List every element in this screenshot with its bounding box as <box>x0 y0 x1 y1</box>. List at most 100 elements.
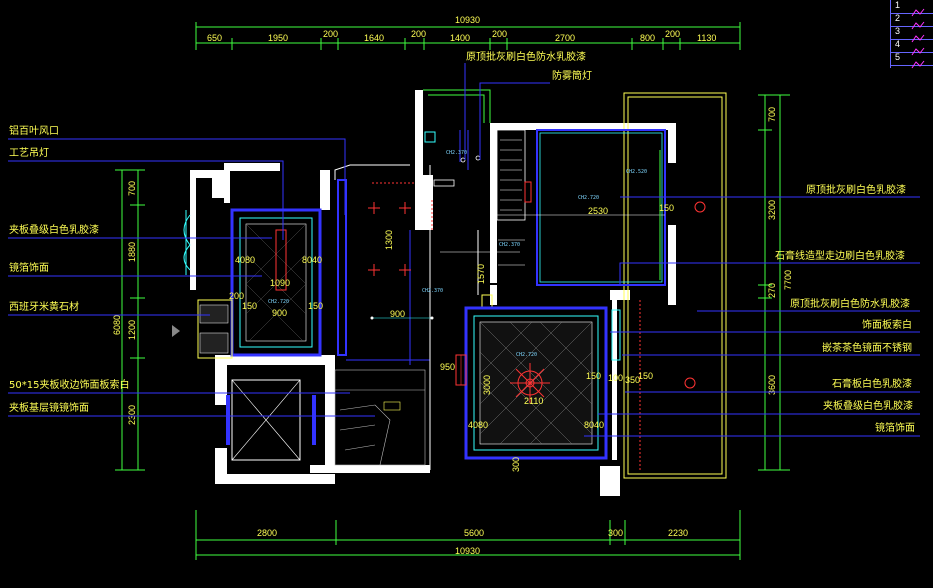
interior-dimension-labels: 1300 900 1570 2530 4080 8040 1090 900 15… <box>229 203 674 472</box>
middle-passage <box>440 230 525 308</box>
svg-text:650: 650 <box>207 33 222 43</box>
left-ceiling-panel <box>230 208 322 357</box>
legend-swatch-icon <box>911 2 925 17</box>
left-dim-1880: 1880 <box>127 242 137 262</box>
right-dim-3200: 3200 <box>767 200 777 220</box>
label-mirror-decor-right: 镜箔饰面 <box>875 423 915 434</box>
legend-swatch-icon <box>911 54 925 69</box>
legend-row-2: 2 <box>891 13 933 30</box>
svg-text:CH2.720: CH2.720 <box>516 352 537 358</box>
legend-swatch-icon <box>911 41 925 56</box>
svg-text:1130: 1130 <box>697 33 716 43</box>
svg-text:8040: 8040 <box>302 255 322 265</box>
svg-text:200: 200 <box>323 29 338 39</box>
bottom-total-dim: 10930 <box>455 546 480 556</box>
ceiling-height-tags: CH2.370 CH2.720 CH2.370 CH2.370 CH2.720 … <box>268 150 647 358</box>
right-dim-270: 270 <box>767 283 777 298</box>
svg-text:900: 900 <box>390 309 405 319</box>
right-leader-lines <box>464 63 920 437</box>
bottom-bedroom-ceiling <box>455 300 641 470</box>
top-dimension-chain <box>195 22 741 50</box>
svg-text:150: 150 <box>638 371 653 381</box>
left-window-arcs <box>183 210 191 275</box>
svg-text:200: 200 <box>229 291 244 301</box>
svg-text:1640: 1640 <box>364 33 384 43</box>
svg-text:200: 200 <box>665 29 680 39</box>
label-tea-mirror-steel: 嵌茶茶色镜面不锈钢 <box>822 343 912 354</box>
svg-text:CH2.370: CH2.370 <box>422 288 443 294</box>
label-plywood-white-latex-left: 夹板叠级白色乳胶漆 <box>9 225 99 236</box>
right-dim-total: 7700 <box>783 270 793 290</box>
left-dimension-chain <box>115 169 145 471</box>
svg-text:900: 900 <box>272 308 287 318</box>
bottom-left-room <box>226 379 316 461</box>
svg-text:300: 300 <box>511 457 521 472</box>
svg-text:800: 800 <box>640 33 655 43</box>
left-dim-1200: 1200 <box>127 320 137 340</box>
legend-swatch-icon <box>911 28 925 43</box>
svg-text:200: 200 <box>411 29 426 39</box>
label-decor-panel-white: 饰面板索白 <box>862 320 912 331</box>
label-plaster-line-white: 石膏线造型走边刷白色乳胶漆 <box>775 251 905 262</box>
label-plaster-board-white: 石膏板白色乳胶漆 <box>832 379 912 390</box>
label-ceiling-white-waterproof-right: 原顶批灰刷白色防水乳胶漆 <box>790 299 910 310</box>
left-dim-2300: 2300 <box>127 405 137 425</box>
svg-text:150: 150 <box>659 203 674 213</box>
label-plywood-edge-panel: 50*15夹板收边饰面板索白 <box>9 380 130 391</box>
svg-text:2700: 2700 <box>555 33 575 43</box>
wall-outline <box>190 90 676 496</box>
left-leader-lines <box>8 138 375 417</box>
label-mirror-decor-left: 镜箔饰面 <box>9 263 49 274</box>
svg-text:5600: 5600 <box>464 528 484 538</box>
right-dim-700: 700 <box>767 107 777 122</box>
entry-cabinet <box>172 299 233 359</box>
svg-text:150: 150 <box>586 371 601 381</box>
svg-text:CH2.720: CH2.720 <box>578 195 599 201</box>
left-dim-700: 700 <box>127 181 137 196</box>
label-aluminum-louver-vent: 铝百叶风口 <box>9 126 59 137</box>
svg-text:300: 300 <box>608 528 623 538</box>
label-ceiling-white-latex-right: 原顶批灰刷白色乳胶漆 <box>806 185 906 196</box>
svg-text:1300: 1300 <box>384 230 394 250</box>
central-living <box>334 164 434 470</box>
svg-text:2800: 2800 <box>257 528 277 538</box>
svg-text:350: 350 <box>625 375 640 385</box>
label-ceiling-white-waterproof-top: 原顶批灰刷白色防水乳胶漆 <box>466 52 586 63</box>
label-craft-chandelier: 工艺吊灯 <box>9 148 49 159</box>
svg-text:1570: 1570 <box>476 264 486 284</box>
svg-text:1950: 1950 <box>268 33 288 43</box>
svg-text:2530: 2530 <box>588 206 608 216</box>
svg-text:CH2.520: CH2.520 <box>626 169 647 175</box>
svg-text:3000: 3000 <box>482 375 492 395</box>
svg-text:4080: 4080 <box>235 255 255 265</box>
svg-text:200: 200 <box>492 29 507 39</box>
legend-swatch-icon <box>911 15 925 30</box>
label-anti-fog-downlight: 防雾筒灯 <box>552 71 592 82</box>
bottom-segment-labels: 2800 5600 300 2230 <box>257 528 688 538</box>
svg-text:CH2.720: CH2.720 <box>268 299 289 305</box>
layer-legend: 1 2 3 4 5 <box>890 0 933 69</box>
label-spanish-beige-marble: 西班牙米黄石材 <box>9 302 79 313</box>
svg-text:CH2.370: CH2.370 <box>499 242 520 248</box>
svg-text:4080: 4080 <box>468 420 488 430</box>
svg-text:2230: 2230 <box>668 528 688 538</box>
svg-text:1090: 1090 <box>270 278 290 288</box>
svg-text:CH2.370: CH2.370 <box>446 150 467 156</box>
svg-text:150: 150 <box>308 301 323 311</box>
top-total-dim: 10930 <box>455 15 480 25</box>
top-bedroom-ceiling <box>497 129 706 389</box>
stair-area <box>334 369 426 466</box>
top-segment-labels: 650 1950 200 1640 200 1400 200 2700 800 … <box>207 29 716 43</box>
legend-row-1: 1 <box>891 0 933 17</box>
right-dimension-chain <box>758 94 790 471</box>
bottom-dimension-chain <box>195 510 741 560</box>
label-plywood-mirror-base: 夹板基层镜镜饰面 <box>9 403 89 414</box>
bathroom-rack <box>496 129 532 221</box>
svg-text:100: 100 <box>608 373 623 383</box>
svg-text:2110: 2110 <box>524 396 543 406</box>
right-dim-3600: 3600 <box>767 375 777 395</box>
svg-text:950: 950 <box>440 362 455 372</box>
legend-row-4: 4 <box>891 39 933 56</box>
legend-row-5: 5 <box>891 52 933 69</box>
